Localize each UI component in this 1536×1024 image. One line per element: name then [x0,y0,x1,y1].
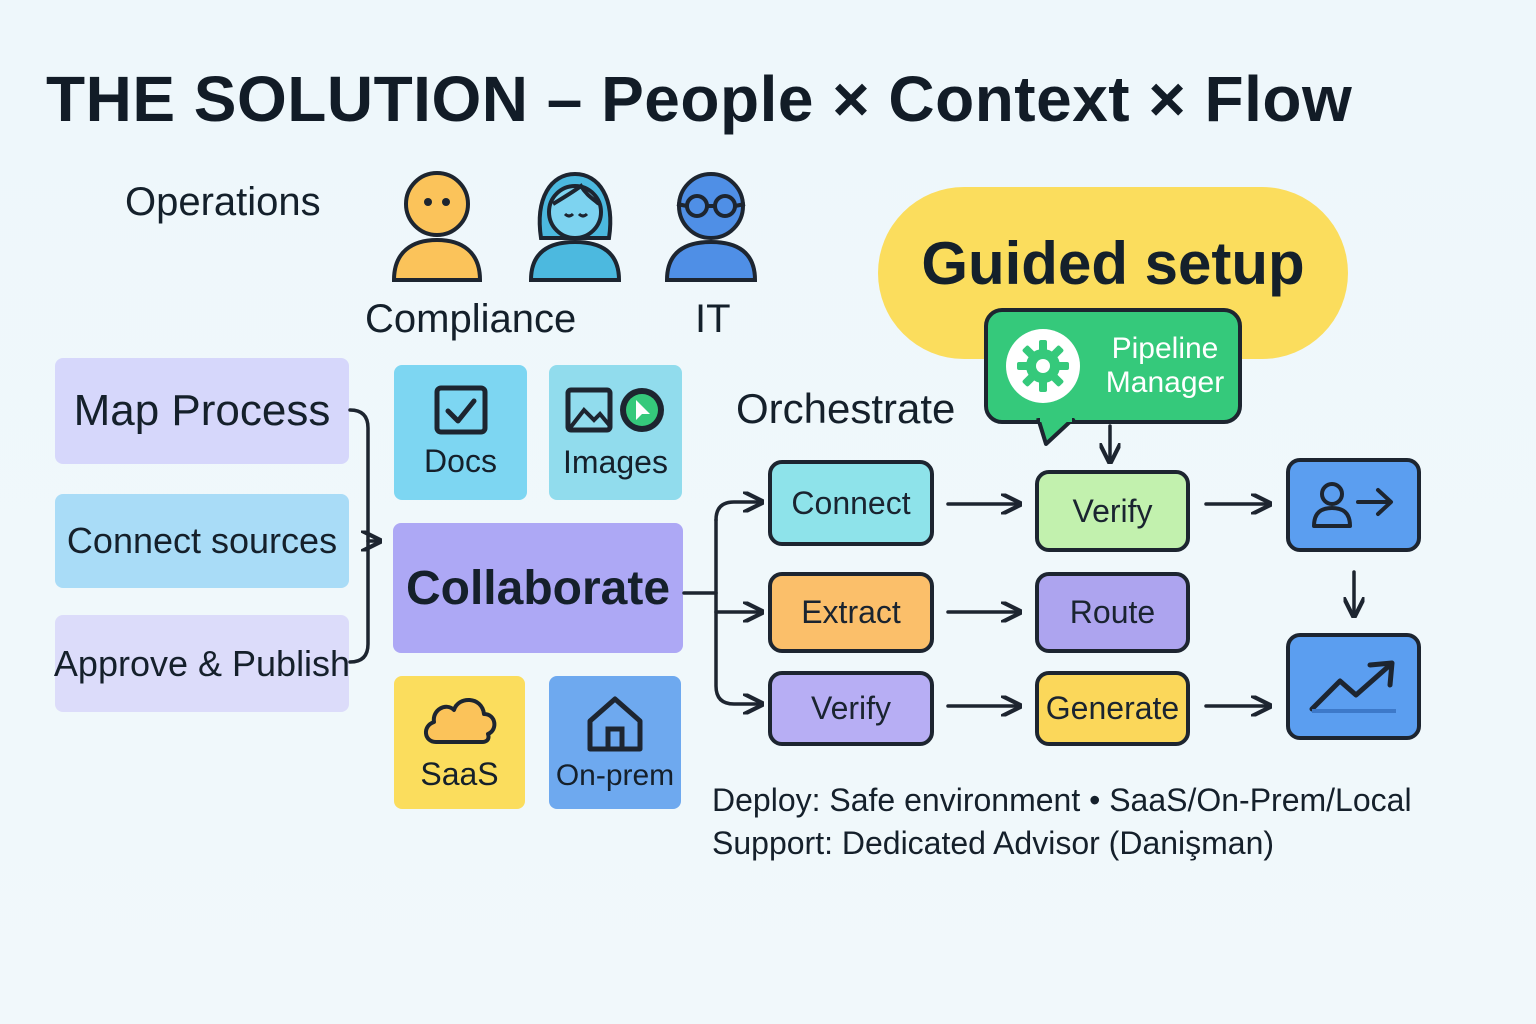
output-handoff [1286,458,1421,552]
user-arrow-icon [1311,482,1393,528]
pipeline-manager-callout: Pipeline Manager [984,308,1242,424]
footer-support: Support: Dedicated Advisor (Danişman) [712,825,1275,861]
output-growth [1286,633,1421,740]
checkbox-icon [434,385,487,435]
stage-connect: Connect [768,460,934,546]
tile-docs: Docs [394,365,527,500]
cloud-icon [423,698,496,744]
stage-route: Route [1035,572,1190,653]
tile-docs-label: Docs [424,443,497,479]
tile-saas-label: SaaS [420,756,499,792]
gear-icon [1017,340,1069,392]
stage-verify-right: Verify [1035,470,1190,552]
role-compliance-label: Compliance [365,297,577,341]
tile-onprem: On-prem [549,676,681,809]
person-glasses-icon [664,172,758,282]
step-connect-sources: Connect sources [55,494,349,588]
person-long-hair-icon [528,171,622,282]
step-approve-publish: Approve & Publish [54,615,350,712]
callout-tail [1036,418,1076,446]
stage-verify-left: Verify [768,671,934,746]
image-icon [565,387,664,433]
role-it-label: IT [695,297,731,341]
tile-images-label: Images [563,444,668,480]
house-icon [587,696,643,751]
tile-onprem-label: On-prem [555,758,675,792]
person-icon [391,171,483,282]
step-map-process: Map Process [55,358,349,464]
page-title: THE SOLUTION – People × Context × Flow [46,63,1353,135]
collaborate-box: Collaborate [393,523,683,653]
orchestrate-label: Orchestrate [736,385,956,432]
trend-up-icon [1309,660,1396,713]
tile-saas: SaaS [394,676,525,809]
pipeline-manager-label: Pipeline Manager [1105,332,1225,399]
gear-icon-wrap [1006,329,1080,403]
role-operations-label: Operations [125,180,321,224]
stage-generate: Generate [1035,671,1190,746]
tile-images: Images [549,365,682,500]
footer-deploy: Deploy: Safe environment • SaaS/On-Prem/… [712,782,1412,818]
stage-extract: Extract [768,572,934,653]
